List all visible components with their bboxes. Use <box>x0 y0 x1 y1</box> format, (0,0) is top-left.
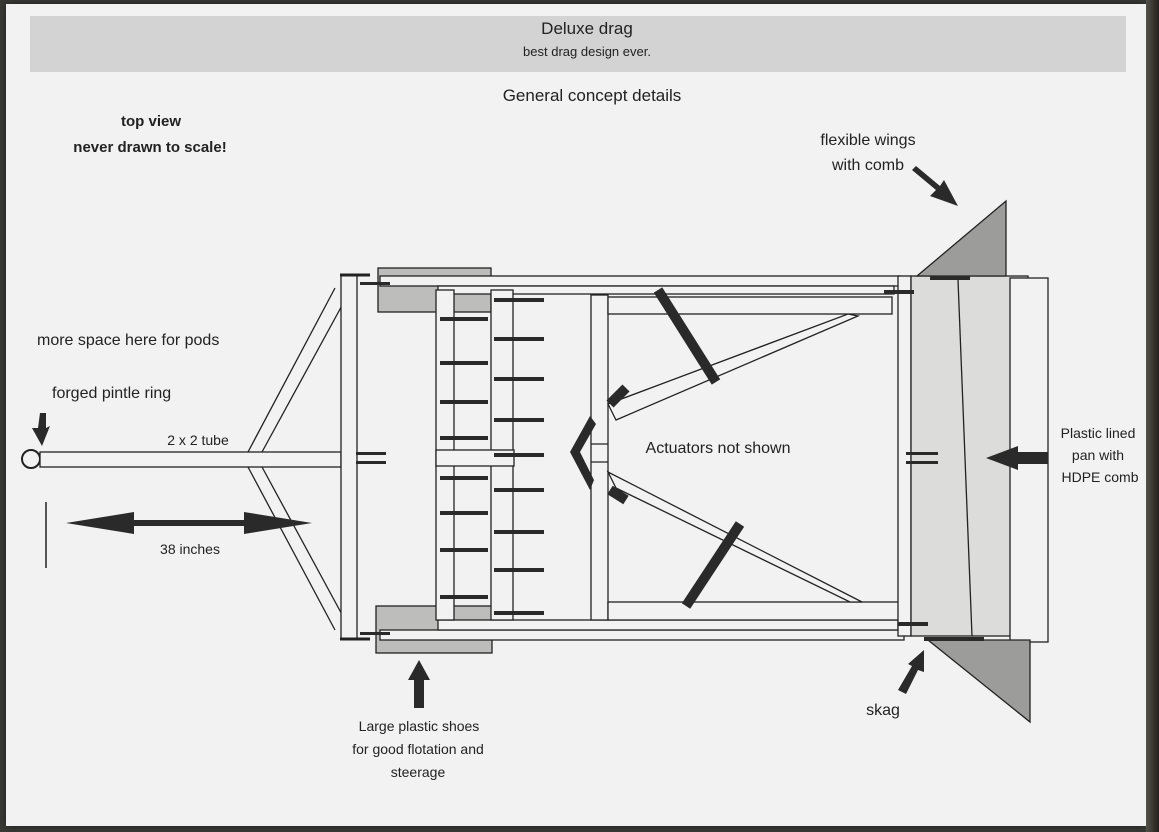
pods-label: more space here for pods <box>37 332 220 349</box>
pan-label-line2: pan with <box>1071 447 1125 463</box>
tube-label: 2 x 2 tube <box>167 432 229 448</box>
a-frame-upper-brace <box>247 287 346 453</box>
upper-diagonal-brace <box>607 313 861 421</box>
pintle-label: forged pintle ring <box>52 385 172 402</box>
pan-label-line3: HDPE comb <box>1061 469 1139 485</box>
tow-tube <box>39 451 342 468</box>
dimension-arrow <box>66 512 312 534</box>
pintle-ring <box>21 449 41 469</box>
inner-frame-top <box>607 296 893 315</box>
actuators-label: Actuators not shown <box>645 440 791 457</box>
rear-crossbeam <box>897 275 912 637</box>
comb-tines <box>440 298 544 615</box>
pintle-arrow <box>32 413 50 446</box>
page-title: Deluxe drag <box>541 19 633 38</box>
pan-label-line1: Plastic lined <box>1060 425 1136 441</box>
flexible-wing-bottom <box>926 639 1031 724</box>
shoes-arrow <box>408 660 430 708</box>
section-title: General concept details <box>502 86 682 105</box>
shoes-label-line3: steerage <box>390 764 446 780</box>
page-subtitle: best drag design ever. <box>523 44 651 59</box>
wings-label-line2: with comb <box>831 157 905 174</box>
dimension-label: 38 inches <box>160 541 220 557</box>
bottom-side-rail <box>379 629 905 641</box>
a-frame-lower-brace <box>247 466 346 631</box>
page-edge <box>1146 0 1159 832</box>
skag-label: skag <box>866 702 900 719</box>
center-link <box>435 449 515 467</box>
wings-arrow <box>912 166 958 206</box>
bottom-inner-rail <box>437 619 899 631</box>
inner-frame-bottom <box>607 601 907 621</box>
front-crossbeam <box>340 274 358 640</box>
flexible-wing-top <box>915 199 1007 277</box>
shoes-label-line1: Large plastic shoes <box>358 718 480 734</box>
view-note-line1: top view <box>120 113 182 130</box>
view-note-line2: never drawn to scale! <box>73 139 227 156</box>
pan-arrow <box>986 446 1048 470</box>
shoes-label-line2: for good flotation and <box>352 741 484 757</box>
inner-frame-left <box>590 294 609 621</box>
actuator-struts <box>606 287 745 609</box>
wings-label-line1: flexible wings <box>820 132 916 149</box>
header-banner <box>30 16 1126 72</box>
skag-arrow <box>898 650 924 694</box>
top-side-rail <box>379 275 901 287</box>
